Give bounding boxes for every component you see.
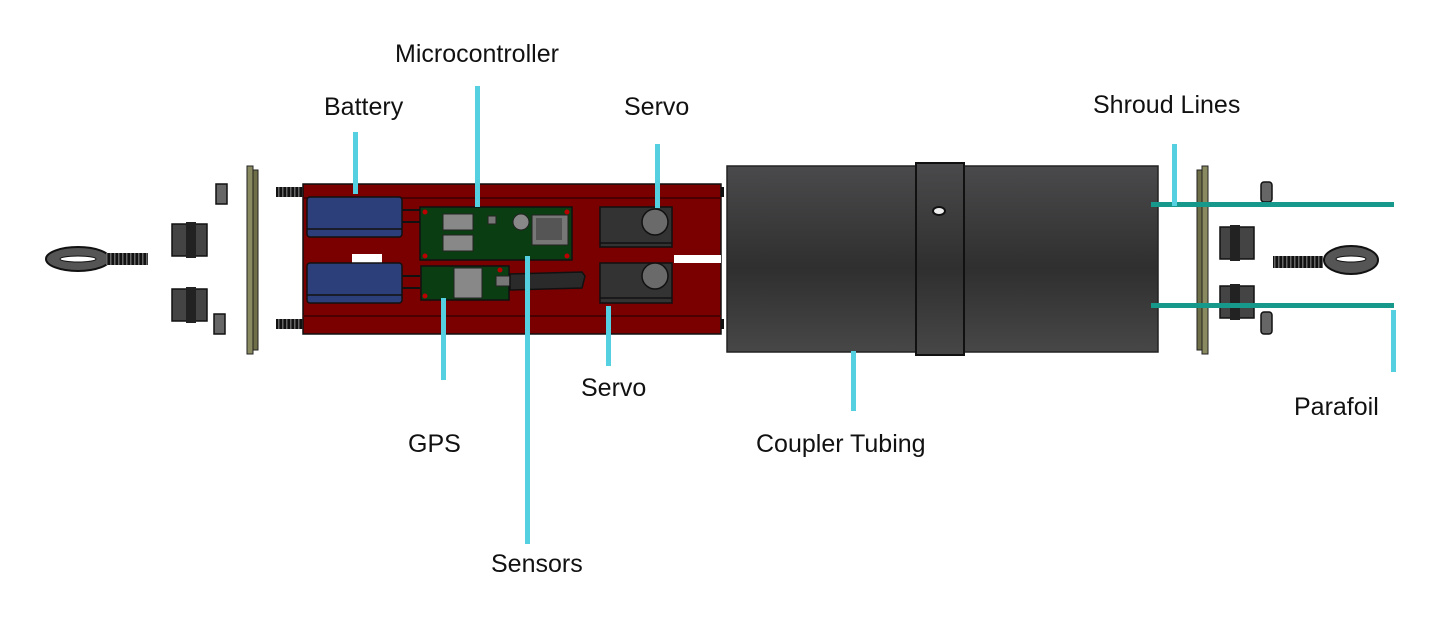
shroud-line-bottom bbox=[1151, 303, 1394, 308]
left-connectors bbox=[171, 183, 228, 335]
right-eye-bolt bbox=[1273, 245, 1379, 275]
label-parafoil: Parafoil bbox=[1294, 393, 1379, 421]
label-shroud-lines: Shroud Lines bbox=[1093, 91, 1241, 119]
right-bulkhead bbox=[1196, 165, 1209, 355]
label-microcontroller: Microcontroller bbox=[395, 40, 559, 68]
shroud-line-top bbox=[1151, 202, 1394, 207]
leader-sensors bbox=[525, 256, 530, 544]
leader-shroud-lines bbox=[1172, 144, 1177, 206]
battery-top bbox=[306, 196, 403, 238]
leader-parafoil bbox=[1391, 310, 1396, 372]
left-eye-bolt bbox=[45, 246, 148, 272]
servo-top bbox=[599, 206, 673, 248]
label-servo-bottom: Servo bbox=[581, 374, 647, 402]
label-battery: Battery bbox=[324, 93, 404, 121]
leader-microcontroller bbox=[475, 86, 480, 207]
left-bulkhead bbox=[246, 165, 259, 355]
servo-bottom bbox=[599, 262, 673, 304]
threaded-rod-bottom bbox=[276, 319, 304, 329]
coupler-tube bbox=[726, 162, 1159, 356]
battery-bottom bbox=[306, 262, 403, 304]
right-connectors bbox=[1219, 181, 1273, 335]
label-servo-top: Servo bbox=[624, 93, 690, 121]
leader-servo-bottom bbox=[606, 306, 611, 366]
leader-gps bbox=[441, 298, 446, 380]
microcontroller-board bbox=[419, 206, 573, 261]
threaded-rod-top bbox=[276, 187, 304, 197]
leader-battery bbox=[353, 132, 358, 194]
label-coupler-tubing: Coupler Tubing bbox=[756, 430, 926, 458]
leader-coupler-tubing bbox=[851, 351, 856, 411]
label-gps: GPS bbox=[408, 430, 461, 458]
leader-servo-top bbox=[655, 144, 660, 208]
label-sensors: Sensors bbox=[491, 550, 583, 578]
